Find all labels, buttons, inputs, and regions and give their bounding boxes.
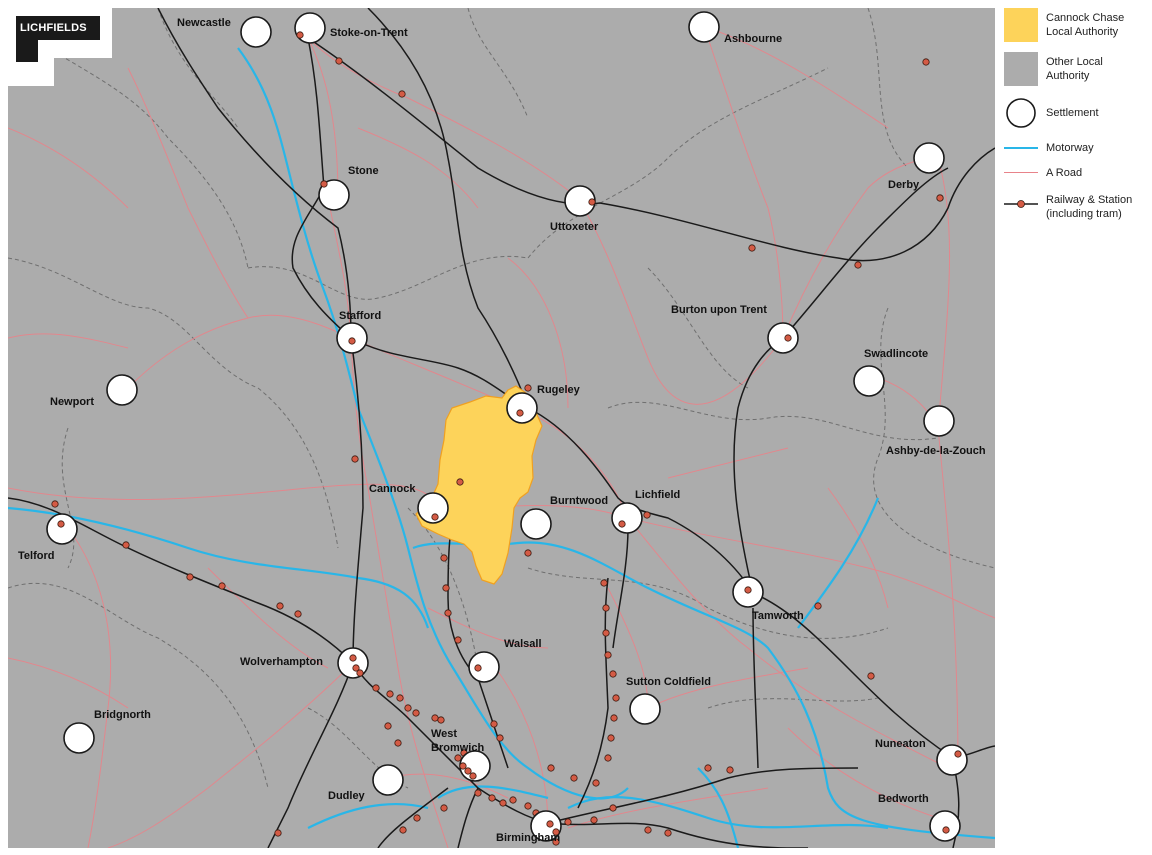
legend-railway-icon — [1004, 200, 1038, 208]
label-ashbourne: Ashbourne — [724, 33, 783, 45]
label-walsall: Walsall — [504, 638, 542, 650]
settlement-marker-derby — [913, 142, 945, 174]
a-roads — [8, 27, 995, 848]
label-ashby-de-la-zouch: Ashby-de-la-Zouch — [886, 445, 986, 457]
label-west-bromwich: West Bromwich — [431, 728, 485, 754]
label-stafford: Stafford — [339, 310, 382, 322]
settlement-marker-bedworth — [929, 810, 961, 842]
lichfields-logo: LICHFIELDS — [8, 8, 112, 86]
stations-in-settlements — [57, 31, 962, 836]
settlement-marker-bridgnorth — [63, 722, 95, 754]
legend-label-other-authority: Other Local Authority — [1046, 56, 1103, 82]
railways — [8, 8, 995, 848]
settlement-marker-swadlincote — [853, 365, 885, 397]
label-uttoxeter: Uttoxeter — [550, 221, 599, 233]
settlement-marker-cannock — [417, 492, 449, 524]
label-stone: Stone — [348, 165, 379, 177]
map-legend: Cannock Chase Local Authority Other Loca… — [1004, 8, 1150, 248]
map-layers — [8, 8, 995, 848]
settlement-marker-stone — [318, 179, 350, 211]
settlement-marker-ashbourne — [688, 11, 720, 43]
logo-text: LICHFIELDS — [16, 16, 100, 40]
label-telford: Telford — [18, 550, 55, 562]
settlement-marker-walsall — [468, 651, 500, 683]
settlement-markers — [46, 11, 968, 842]
legend-item-a-road: A Road — [1004, 165, 1150, 181]
settlement-marker-ashby — [923, 405, 955, 437]
label-sutton-coldfield: Sutton Coldfield — [626, 676, 711, 688]
settlement-marker-newport — [106, 374, 138, 406]
label-derby: Derby — [888, 179, 920, 191]
legend-a-road-line — [1004, 172, 1038, 173]
legend-label-a-road: A Road — [1046, 167, 1083, 179]
legend-swatch-grey — [1004, 52, 1038, 86]
legend-label-motorway: Motorway — [1046, 142, 1094, 154]
label-cannock: Cannock — [369, 483, 416, 495]
label-rugeley: Rugeley — [537, 384, 580, 396]
legend-label-settlement: Settlement — [1046, 107, 1099, 119]
legend-item-cannock-chase: Cannock Chase Local Authority — [1004, 8, 1150, 44]
legend-label-railway: Railway & Station (including tram) — [1046, 194, 1133, 220]
label-bridgnorth: Bridgnorth — [94, 709, 151, 721]
cannock-chase-authority-area[interactable] — [415, 385, 543, 585]
map-canvas[interactable]: LICHFIELDS Newcastle Stoke-on-Trent Ashb… — [8, 8, 995, 848]
legend-settlement-icon — [1006, 98, 1036, 128]
legend-label-cannock-chase: Cannock Chase Local Authority — [1046, 12, 1125, 38]
legend-item-railway: Railway & Station (including tram) — [1004, 192, 1150, 224]
label-dudley: Dudley — [328, 790, 365, 802]
label-bedworth: Bedworth — [878, 793, 929, 805]
legend-motorway-line — [1004, 147, 1038, 149]
settlement-marker-newcastle — [240, 16, 272, 48]
legend-swatch-yellow — [1004, 8, 1038, 42]
label-tamworth: Tamworth — [752, 610, 804, 622]
settlement-marker-sutton-coldfield — [629, 693, 661, 725]
label-newport: Newport — [50, 396, 94, 408]
settlement-marker-rugeley — [506, 392, 538, 424]
label-swadlincote: Swadlincote — [864, 348, 929, 360]
label-wolverhampton: Wolverhampton — [240, 656, 323, 668]
authority-boundaries — [8, 8, 995, 789]
settlement-marker-nuneaton — [936, 744, 968, 776]
settlement-marker-lichfield — [611, 502, 643, 534]
settlement-marker-burton — [767, 322, 799, 354]
settlement-marker-telford — [46, 513, 78, 545]
label-nuneaton: Nuneaton — [875, 738, 926, 750]
legend-item-motorway: Motorway — [1004, 140, 1150, 156]
label-stoke-on-trent: Stoke-on-Trent — [330, 27, 408, 39]
legend-item-settlement: Settlement — [1004, 96, 1150, 130]
legend-item-other-authority: Other Local Authority — [1004, 52, 1150, 88]
settlement-marker-burntwood — [520, 508, 552, 540]
label-newcastle: Newcastle — [177, 17, 231, 29]
label-birmingham: Birmingham — [496, 832, 561, 844]
label-lichfield: Lichfield — [635, 489, 681, 501]
label-burton-upon-trent: Burton upon Trent — [671, 304, 767, 316]
settlement-marker-dudley — [372, 764, 404, 796]
label-burntwood: Burntwood — [550, 495, 609, 507]
motorways — [8, 47, 995, 848]
